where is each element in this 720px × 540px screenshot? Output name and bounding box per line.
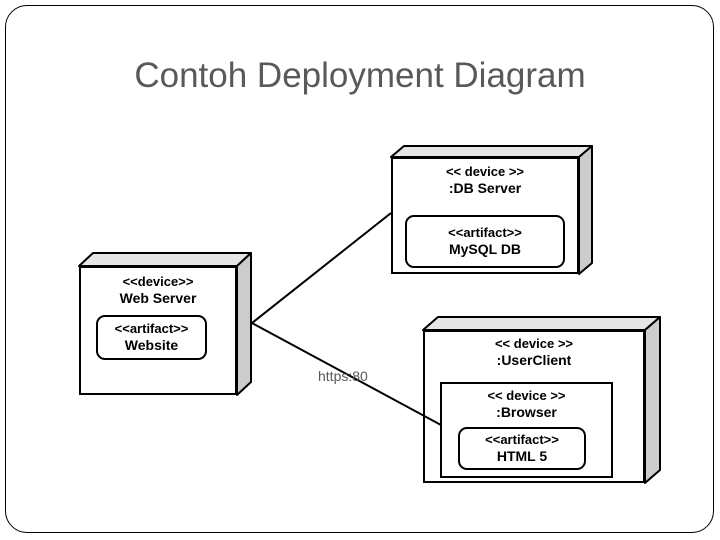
web-server-label: <<device>> Web Server	[79, 274, 237, 308]
artifact-mysql-db[interactable]: <<artifact>> MySQL DB	[405, 215, 565, 268]
artifact-website[interactable]: <<artifact>> Website	[96, 315, 207, 360]
connection-label-https: https:80	[318, 368, 368, 384]
user-client-label: << device >> :UserClient	[423, 336, 645, 370]
artifact-html5[interactable]: <<artifact>> HTML 5	[458, 427, 586, 470]
db-server-label: << device >> :DB Server	[391, 164, 579, 198]
node-db-server[interactable]: << device >> :DB Server <<artifact>> MyS…	[390, 145, 593, 275]
db-server-name: :DB Server	[448, 180, 522, 197]
website-name: Website	[124, 336, 179, 353]
html5-name: HTML 5	[496, 447, 548, 464]
web-server-3d-shading	[78, 252, 252, 396]
user-client-name: :UserClient	[496, 352, 572, 369]
node-web-server[interactable]: <<device>> Web Server <<artifact>> Websi…	[78, 252, 252, 396]
browser-stereotype: << device >>	[487, 388, 566, 403]
db-server-stereotype: << device >>	[445, 164, 525, 179]
node-browser[interactable]: << device >> :Browser <<artifact>> HTML …	[439, 369, 628, 479]
browser-name: :Browser	[496, 404, 557, 421]
browser-label: << device >> :Browser	[440, 388, 613, 422]
mysql-db-name: MySQL DB	[448, 240, 522, 257]
web-server-stereotype: <<device>>	[122, 274, 194, 289]
page-title: Contoh Deployment Diagram	[134, 56, 586, 95]
node-user-client[interactable]: << device >> :UserClient << device >> :B…	[422, 316, 661, 484]
user-client-stereotype: << device >>	[494, 336, 574, 351]
html5-stereotype: <<artifact>>	[485, 431, 559, 447]
website-stereotype: <<artifact>>	[114, 320, 189, 336]
connection-web-to-db[interactable]	[251, 212, 392, 324]
mysql-db-stereotype: <<artifact>>	[448, 224, 522, 240]
web-server-name: Web Server	[119, 290, 197, 307]
